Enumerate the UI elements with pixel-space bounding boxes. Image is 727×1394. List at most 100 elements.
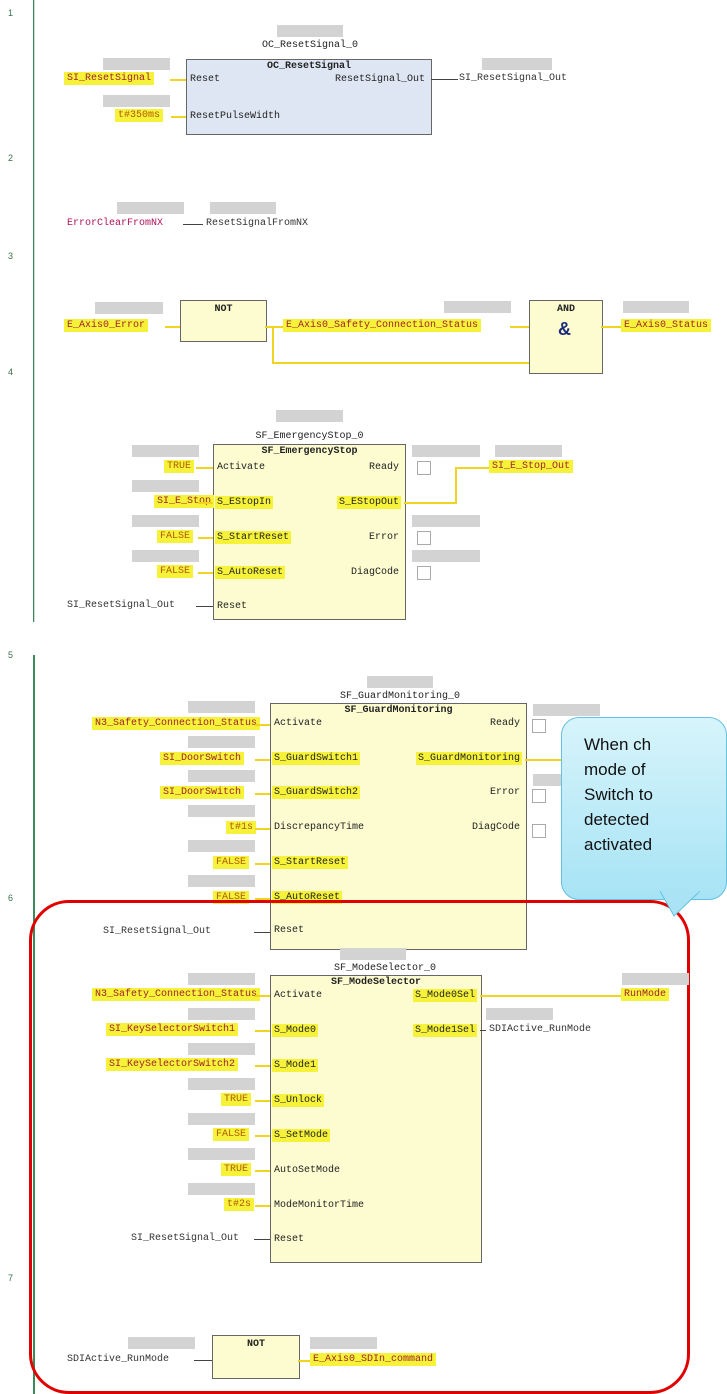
input-pin: S_StartReset bbox=[215, 531, 292, 544]
input-variable[interactable]: t#350ms bbox=[115, 109, 164, 122]
wire bbox=[255, 1170, 270, 1172]
input-pin: AutoSetMode bbox=[274, 1165, 341, 1176]
input-variable[interactable]: t#1s bbox=[226, 821, 257, 834]
function-block[interactable]: SF_GuardMonitoring Activate S_GuardSwitc… bbox=[270, 703, 527, 950]
ladder-panel-bottom: 5 6 7 SF_GuardMonitoring_0 SF_GuardMonit… bbox=[0, 650, 727, 1394]
input-variable[interactable]: N3_Safety_Connection_Status bbox=[92, 988, 261, 1001]
input-variable[interactable]: E_Axis0_Error bbox=[64, 319, 149, 332]
output-pin: DiagCode bbox=[350, 567, 399, 578]
output-variable[interactable]: SI_E_Stop_Out bbox=[489, 460, 574, 473]
comment-placeholder bbox=[412, 515, 480, 527]
comment-placeholder bbox=[277, 25, 343, 37]
comment-placeholder bbox=[444, 301, 511, 313]
comment-placeholder bbox=[495, 445, 562, 457]
function-block[interactable]: OC_ResetSignal Reset ResetPulseWidth Res… bbox=[186, 59, 432, 135]
input-pin: S_GuardSwitch1 bbox=[272, 752, 361, 765]
input-variable[interactable]: SI_DoorSwitch bbox=[160, 752, 245, 765]
comment-placeholder bbox=[188, 1113, 255, 1125]
input-variable[interactable]: SI_ResetSignal_Out bbox=[67, 600, 176, 611]
wire bbox=[272, 326, 274, 364]
and-block[interactable]: AND & bbox=[529, 300, 603, 374]
output-variable[interactable]: SI_ResetSignal_Out bbox=[459, 73, 568, 84]
wire bbox=[171, 116, 186, 118]
comment-placeholder bbox=[340, 948, 406, 960]
output-pin: DiagCode bbox=[471, 822, 520, 833]
comment-placeholder bbox=[412, 550, 480, 562]
output-variable[interactable]: RunMode bbox=[621, 988, 670, 1001]
wire bbox=[298, 1360, 310, 1362]
instance-name: SF_EmergencyStop_0 bbox=[255, 431, 364, 442]
wire bbox=[255, 828, 270, 830]
comment-placeholder bbox=[132, 445, 199, 457]
comment-placeholder bbox=[188, 1078, 255, 1090]
input-variable[interactable]: FALSE bbox=[213, 856, 250, 869]
input-variable[interactable]: SI_KeySelectorSwitch2 bbox=[106, 1058, 239, 1071]
wire bbox=[170, 79, 186, 81]
input-variable[interactable]: TRUE bbox=[164, 460, 195, 473]
input-pin: S_EStopIn bbox=[215, 496, 274, 509]
output-variable[interactable]: ResetSignalFromNX bbox=[206, 218, 309, 229]
input-variable[interactable]: FALSE bbox=[157, 565, 194, 578]
input-variable[interactable]: SI_KeySelectorSwitch1 bbox=[106, 1023, 239, 1036]
output-pin: Ready bbox=[368, 462, 399, 473]
wire bbox=[255, 759, 270, 761]
comment-placeholder bbox=[132, 515, 199, 527]
comment-placeholder bbox=[103, 95, 170, 107]
input-variable[interactable]: SI_ResetSignal_Out bbox=[103, 926, 212, 937]
input-variable[interactable]: t#2s bbox=[224, 1198, 255, 1211]
input-pin: Activate bbox=[217, 462, 266, 473]
output-pin: S_GuardMonitoring bbox=[415, 752, 522, 765]
wire bbox=[165, 326, 180, 328]
input-variable[interactable]: TRUE bbox=[221, 1163, 252, 1176]
wire bbox=[255, 863, 270, 865]
output-variable[interactable]: E_Axis0_Status bbox=[621, 319, 712, 332]
wire bbox=[510, 326, 530, 328]
callout-line: Switch to bbox=[584, 785, 653, 804]
input-pin: S_Mode0 bbox=[272, 1024, 319, 1037]
not-block[interactable]: NOT bbox=[180, 300, 267, 342]
output-box bbox=[532, 789, 546, 803]
wire bbox=[183, 224, 203, 225]
not-block[interactable]: NOT bbox=[212, 1335, 300, 1379]
function-block[interactable]: SF_EmergencyStop Activate S_EStopIn S_St… bbox=[213, 444, 406, 620]
input-variable[interactable]: SI_DoorSwitch bbox=[160, 786, 245, 799]
input-variable[interactable]: E_Axis0_Safety_Connection_Status bbox=[283, 319, 482, 332]
comment-placeholder bbox=[188, 1148, 255, 1160]
comment-placeholder bbox=[188, 840, 255, 852]
input-variable[interactable]: N3_Safety_Connection_Status bbox=[92, 717, 261, 730]
rung-number: 5 bbox=[8, 650, 14, 660]
input-variable[interactable]: FALSE bbox=[213, 1128, 250, 1141]
instance-name: OC_ResetSignal_0 bbox=[261, 40, 358, 51]
comment-placeholder bbox=[188, 875, 255, 887]
input-pin: Reset bbox=[190, 74, 221, 85]
comment-placeholder bbox=[188, 770, 255, 782]
input-variable[interactable]: ErrorClearFromNX bbox=[67, 218, 164, 229]
callout-line: activated bbox=[584, 835, 653, 854]
output-variable[interactable]: SDIActive_RunMode bbox=[489, 1024, 592, 1035]
input-variable[interactable]: FALSE bbox=[157, 530, 194, 543]
input-variable[interactable]: SI_ResetSignal_Out bbox=[131, 1233, 240, 1244]
input-pin: S_StartReset bbox=[272, 856, 349, 869]
wire bbox=[272, 362, 529, 364]
wire bbox=[196, 467, 213, 469]
block-label: NOT bbox=[246, 1339, 265, 1350]
input-pin: ModeMonitorTime bbox=[274, 1200, 365, 1211]
comment-placeholder bbox=[276, 410, 343, 422]
rung-number: 4 bbox=[8, 367, 14, 377]
comment-placeholder bbox=[103, 58, 170, 70]
function-block[interactable]: SF_ModeSelector Activate S_Mode0 S_Mode1… bbox=[270, 975, 482, 1263]
input-variable[interactable]: TRUE bbox=[221, 1093, 252, 1106]
wire bbox=[480, 995, 621, 997]
wire bbox=[255, 793, 270, 795]
comment-placeholder bbox=[188, 973, 255, 985]
wire bbox=[455, 467, 490, 469]
input-pin: Reset bbox=[274, 1234, 305, 1245]
block-type: SF_ModeSelector bbox=[330, 977, 421, 988]
input-variable[interactable]: SI_E_Stop bbox=[154, 495, 215, 508]
input-variable[interactable]: SI_ResetSignal bbox=[64, 72, 155, 85]
callout-line: detected bbox=[584, 810, 650, 829]
input-variable[interactable]: SDIActive_RunMode bbox=[67, 1354, 170, 1365]
input-pin: Reset bbox=[274, 925, 305, 936]
input-pin: Reset bbox=[217, 601, 248, 612]
output-variable[interactable]: E_Axis0_SDIn_command bbox=[310, 1353, 437, 1366]
